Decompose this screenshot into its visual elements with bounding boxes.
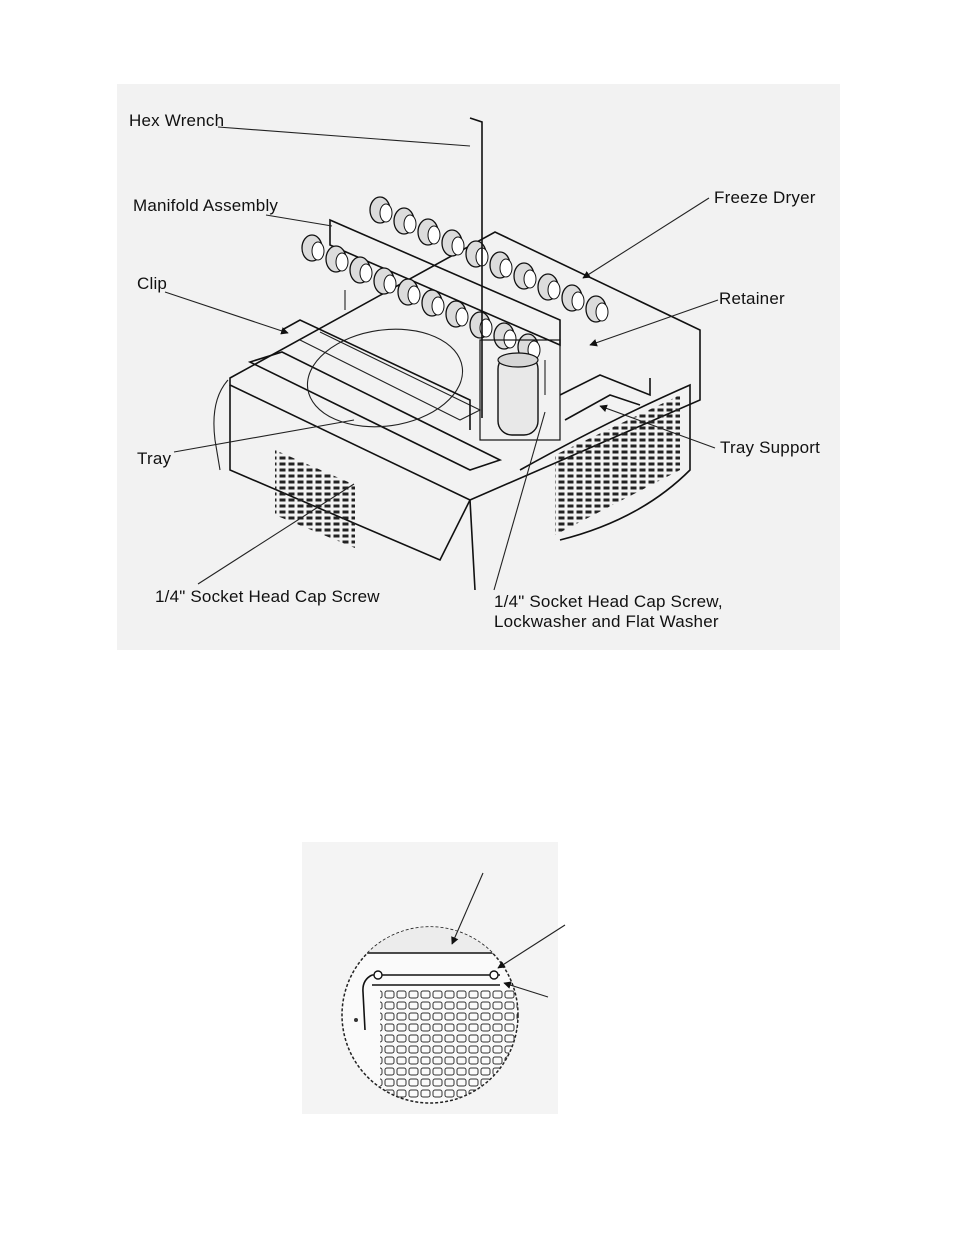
manifold-valve-port [311, 241, 325, 261]
manifold-valve-port [403, 214, 417, 234]
label-freeze-dryer: Freeze Dryer [714, 188, 816, 207]
manifold-valve-port [359, 263, 373, 283]
manifold-valve-port [499, 258, 513, 278]
manifold-valve-port [571, 291, 585, 311]
manifold-assembly [301, 196, 609, 395]
manifold-valve-port [451, 236, 465, 256]
label-cap-screw: 1/4" Socket Head Cap Screw [155, 587, 380, 606]
manifold-valve-port [431, 296, 445, 316]
manifold-valve-port [479, 318, 493, 338]
detail-circle [341, 926, 519, 1104]
label-cap-screw-washers-line1: 1/4" Socket Head Cap Screw, [494, 592, 723, 611]
manifold-valve-port [547, 280, 561, 300]
hex-wrench [469, 117, 483, 418]
left-clip [373, 970, 383, 980]
label-tray-support: Tray Support [720, 438, 821, 457]
leader-lines-top [164, 126, 719, 591]
manifold-valve-port [379, 203, 393, 223]
retainer-cylinder [479, 339, 561, 441]
tray-support [559, 374, 651, 421]
label-cap-screw-washers-line2: Lockwasher and Flat Washer [494, 612, 719, 631]
manifold-valve-port [595, 302, 609, 322]
label-hex-wrench: Hex Wrench [129, 111, 225, 130]
leader-lines-bottom [451, 872, 566, 998]
freeze-dryer-body [213, 231, 701, 591]
manifold-valve-port [383, 274, 397, 294]
label-retainer: Retainer [719, 289, 785, 308]
manifold-valve-port [503, 329, 517, 349]
label-clip: Clip [137, 274, 168, 293]
label-manifold-assembly: Manifold Assembly [133, 196, 279, 215]
right-vent-grille [555, 395, 680, 535]
manifold-valve-port [407, 285, 421, 305]
top-figure-panel [117, 84, 840, 650]
tray [247, 319, 503, 471]
right-clip [489, 970, 499, 980]
label-tray: Tray [137, 449, 172, 468]
manifold-valve-port [455, 307, 469, 327]
manifold-valve-port [523, 269, 537, 289]
manifold-valve-port [427, 225, 441, 245]
manifold-valve-port [335, 252, 349, 272]
left-vent-grille [275, 450, 355, 548]
